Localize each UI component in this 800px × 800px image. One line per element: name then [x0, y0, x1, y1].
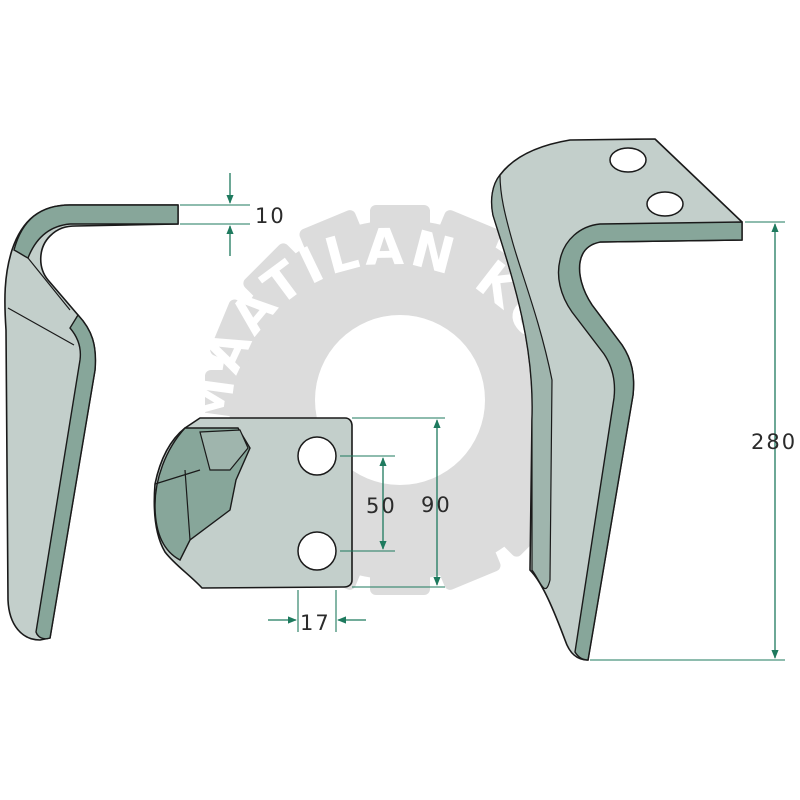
blade-perspective-view — [490, 138, 743, 661]
height-label: 280 — [751, 430, 797, 454]
gear-hole — [315, 315, 485, 485]
dimension-plate-width: 90 — [352, 417, 452, 588]
blade-side-view — [4, 204, 179, 641]
dimension-hole-spacing: 50 — [340, 455, 397, 552]
hole-spacing-label: 50 — [366, 494, 397, 518]
plate-width-label: 90 — [421, 493, 452, 517]
blade-top-view — [153, 417, 353, 589]
bolt-hole-bottom — [297, 531, 337, 571]
dimension-height: 280 — [590, 221, 797, 661]
edge-offset-label: 17 — [300, 611, 331, 635]
dimension-edge-offset: 17 — [268, 590, 366, 635]
dimension-thickness: 10 — [180, 173, 286, 256]
thickness-label: 10 — [255, 204, 286, 228]
bolt-hole-top — [297, 436, 337, 476]
bolt-hole-upper — [609, 147, 647, 173]
bolt-hole-lower — [646, 191, 684, 217]
